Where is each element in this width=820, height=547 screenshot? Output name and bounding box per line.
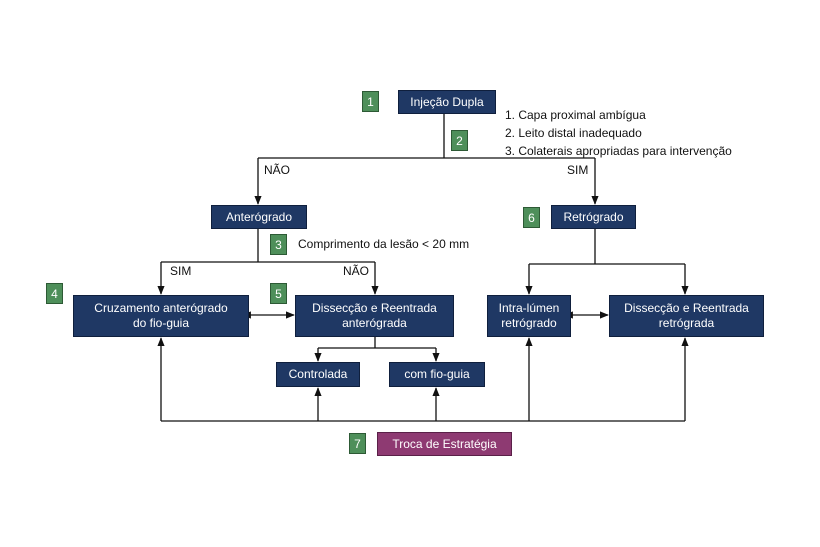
node-injecao-dupla: Injeção Dupla	[398, 90, 496, 114]
node-intra-lumen-retrogrado: Intra-lúmen retrógrado	[487, 295, 571, 337]
label-nao-mid: NÃO	[343, 264, 370, 278]
criteria-item-2: 2. Leito distal inadequado	[505, 126, 642, 140]
marker-2: 2	[451, 130, 468, 151]
marker-1: 1	[362, 91, 379, 112]
criteria-item-3: 3. Colaterais apropriadas para intervenç…	[505, 144, 732, 158]
marker-6: 6	[523, 207, 540, 228]
node-controlada: Controlada	[276, 362, 360, 387]
criteria-item-1: 1. Capa proximal ambígua	[505, 108, 646, 122]
node-disseccao-anterograda: Dissecção e Reentrada anterógrada	[295, 295, 454, 337]
marker-3: 3	[270, 234, 287, 255]
node-retrogrado: Retrógrado	[551, 205, 636, 229]
label-sim-left: SIM	[170, 264, 192, 278]
marker-7: 7	[349, 433, 366, 454]
node-disseccao-retrograda: Dissecção e Reentrada retrógrada	[609, 295, 764, 337]
label-comprimento-lesao: Comprimento da lesão < 20 mm	[298, 237, 470, 251]
node-com-fio-guia: com fio-guia	[389, 362, 485, 387]
node-anterogrado: Anterógrado	[211, 205, 307, 229]
marker-5: 5	[270, 283, 287, 304]
node-troca-de-estrategia: Troca de Estratégia	[377, 432, 512, 456]
label-nao-top: NÃO	[264, 163, 291, 177]
marker-4: 4	[46, 283, 63, 304]
node-cruzamento-anterogrado: Cruzamento anterógrado do fio-guia	[73, 295, 249, 337]
label-sim-top: SIM	[567, 163, 589, 177]
